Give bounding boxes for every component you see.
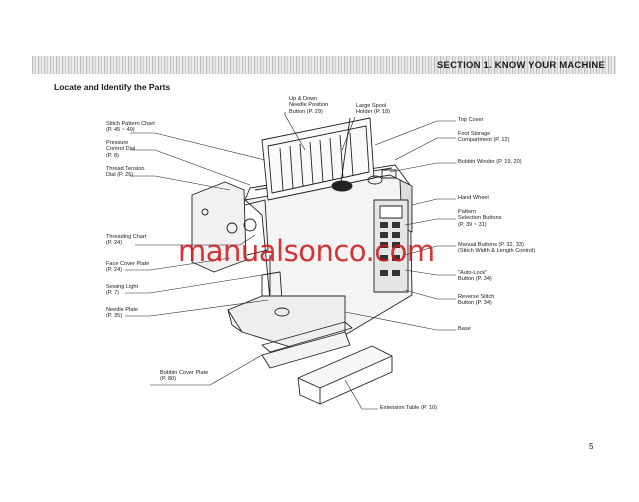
- label-auto-lock: "Auto-Lock"Button (P. 34): [458, 270, 492, 283]
- label-face-cover-plate: Face Cover Plate(P. 24): [106, 261, 150, 274]
- label-bobbin-cover-plate: Bobbin Cover Plate(P. 80): [160, 370, 209, 383]
- label-hand-wheel: Hand Wheel: [458, 195, 489, 201]
- label-base: Base: [458, 326, 471, 332]
- label-extension-table: Extension Table (P. 10): [380, 405, 438, 411]
- page-number: 5: [589, 442, 594, 451]
- label-threading-chart: Threading Chart(P. 24): [106, 234, 147, 247]
- section-header-band: [32, 56, 616, 74]
- section-header: SECTION 1. KNOW YOUR MACHINE: [437, 60, 605, 71]
- label-top-cover: Top Cover: [458, 117, 484, 123]
- label-stitch-pattern-chart: Stitch Pattern Chart(P. 45 ~ 49): [106, 121, 155, 134]
- label-bobbin-winder: Bobbin Winder (P. 19, 20): [458, 159, 522, 165]
- watermark: manualsonco.com: [178, 234, 435, 268]
- label-manual-buttons: Manual Buttons (P. 32, 33)(Stitch Width …: [458, 242, 536, 255]
- page-title: Locate and Identify the Parts: [54, 82, 171, 92]
- label-needle-plate: Needle Plate(P. 35): [106, 307, 139, 320]
- label-sewing-light: Sewing Light(P. 7): [106, 284, 139, 297]
